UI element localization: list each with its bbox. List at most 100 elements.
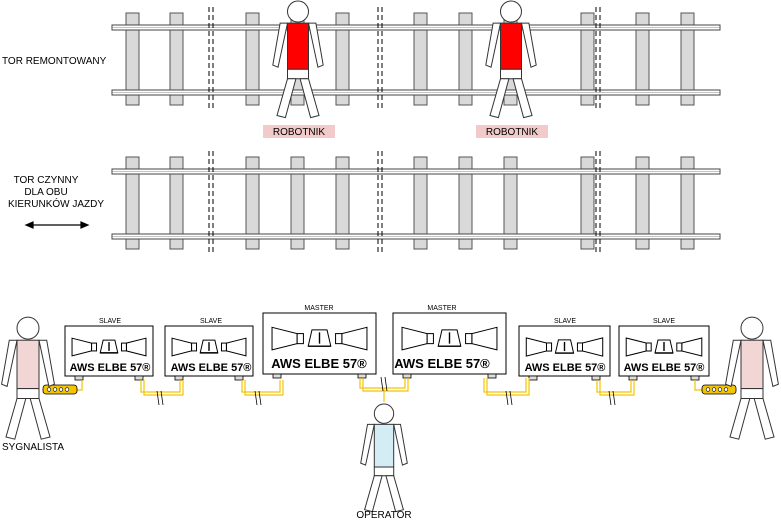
device-slave-3 [518, 325, 611, 381]
cable-break-mark [156, 390, 160, 406]
device-role-1: SLAVE [99, 318, 121, 325]
worker-1-leg [276, 78, 297, 119]
operator-hips [373, 466, 395, 477]
repair-track-sleeper [413, 12, 428, 106]
device-4-horn-right-neck [465, 333, 473, 345]
worker-2-leg [512, 78, 533, 119]
cable-break-mark [254, 390, 258, 406]
signaller-right-arm [762, 339, 779, 388]
cable-break-mark [384, 376, 388, 392]
device-5-horn-right-neck [576, 342, 583, 352]
device-6-horn-left-neck [645, 342, 652, 352]
device-1-horn-left-neck [91, 342, 97, 352]
repair-track-label: TOR REMONTOWANY [2, 56, 107, 67]
repair-track-sleeper [680, 12, 695, 106]
active-track [111, 151, 721, 255]
signaller-left-torso [16, 339, 40, 390]
remote-right-button [723, 387, 729, 392]
cable-link [244, 380, 284, 396]
device-3-horn-right-neck [335, 333, 343, 345]
device-slave-4 [618, 325, 710, 381]
signaller-label: SYGNALISTA [2, 442, 64, 453]
device-6-port-left [628, 375, 638, 381]
device-role-4: MASTER [427, 305, 456, 312]
cable-break-mark [509, 390, 513, 406]
worker-figure-2 [485, 0, 537, 119]
device-slave-2 [164, 325, 254, 381]
signaller-right-leg [729, 398, 751, 440]
double-arrow-icon [24, 221, 90, 229]
remote-right-button [705, 387, 711, 392]
active-track-sleeper [290, 156, 305, 250]
device-name-6: AWS ELBE 57® [624, 362, 705, 374]
repair-track-sleeper [335, 12, 350, 106]
signaller-left-hips [16, 388, 40, 400]
active-track-sleeper [635, 156, 650, 250]
cable-master-link [362, 378, 409, 392]
worker-label-bg-2 [476, 125, 548, 138]
signaller-left-leg [29, 398, 51, 440]
device-3-port-left [272, 373, 282, 379]
device-2-port-right [234, 375, 244, 381]
device-4-port-left [402, 373, 412, 379]
worker-1-hips [287, 68, 309, 80]
active-track-label-line1: TOR CZYNNY [14, 175, 79, 186]
remote-left-button [52, 387, 58, 392]
device-5-port-left [528, 375, 538, 381]
device-3-port-right [357, 373, 367, 379]
active-track-label-line3: KIERUNKÓW JAZDY [8, 197, 104, 210]
cable-break-mark [380, 376, 384, 392]
worker-1-arm [272, 22, 289, 68]
remote-left-button [64, 387, 70, 392]
active-track-sleeper [245, 156, 260, 250]
repair-track-sleeper [635, 12, 650, 106]
signaller-right-leg [753, 398, 775, 440]
operator-label: OPERATOR [356, 510, 411, 521]
worker-label-bg-1 [263, 125, 335, 138]
cable-break-mark [258, 390, 262, 406]
repair-track-sleeper [458, 12, 473, 106]
worker-2-hips [500, 68, 522, 80]
repair-track-sleeper [580, 12, 595, 106]
device-name-2: AWS ELBE 57® [171, 362, 252, 374]
cable-break-mark [612, 390, 616, 406]
cable-break-mark [608, 390, 612, 406]
remote-left-button [58, 387, 64, 392]
device-name-3: AWS ELBE 57® [271, 356, 367, 371]
device-2-port-left [174, 375, 184, 381]
device-2-horn-left-neck [191, 342, 197, 352]
signaller-left-leg [5, 398, 27, 440]
operator-arm [360, 423, 375, 466]
signaller-left-head [16, 316, 40, 340]
device-master-1 [262, 312, 377, 379]
repair-track-sleeper [245, 12, 260, 106]
device-2-horn-right-neck [221, 342, 227, 352]
signaller-left-arm [38, 339, 55, 388]
worker-1-head [287, 0, 309, 23]
device-name-5: AWS ELBE 57® [525, 362, 606, 374]
operator-figure [360, 403, 408, 513]
worker-figure-1 [272, 0, 324, 119]
worker-1-arm [307, 22, 324, 68]
device-role-5: SLAVE [554, 318, 576, 325]
device-name-1: AWS ELBE 57® [70, 362, 151, 374]
cable-link [596, 380, 632, 393]
cable-link [140, 380, 181, 393]
worker-2-arm [520, 22, 537, 68]
active-track-sleeper [169, 156, 184, 250]
remote-right-button [717, 387, 723, 392]
worker-2-leg [489, 78, 510, 119]
active-track-sleeper [458, 156, 473, 250]
device-master-2 [392, 312, 507, 379]
cable-break-mark [505, 390, 509, 406]
signaller-right-arm [725, 339, 742, 388]
device-3-horn-left-neck [296, 333, 304, 345]
active-track-sleeper [580, 156, 595, 250]
worker-2-head [500, 0, 522, 23]
device-6-horn-right-neck [676, 342, 683, 352]
device-role-3: MASTER [304, 305, 333, 312]
cable-link [486, 378, 530, 396]
worker-1-leg [299, 78, 320, 119]
signaller-right-torso [740, 339, 764, 390]
